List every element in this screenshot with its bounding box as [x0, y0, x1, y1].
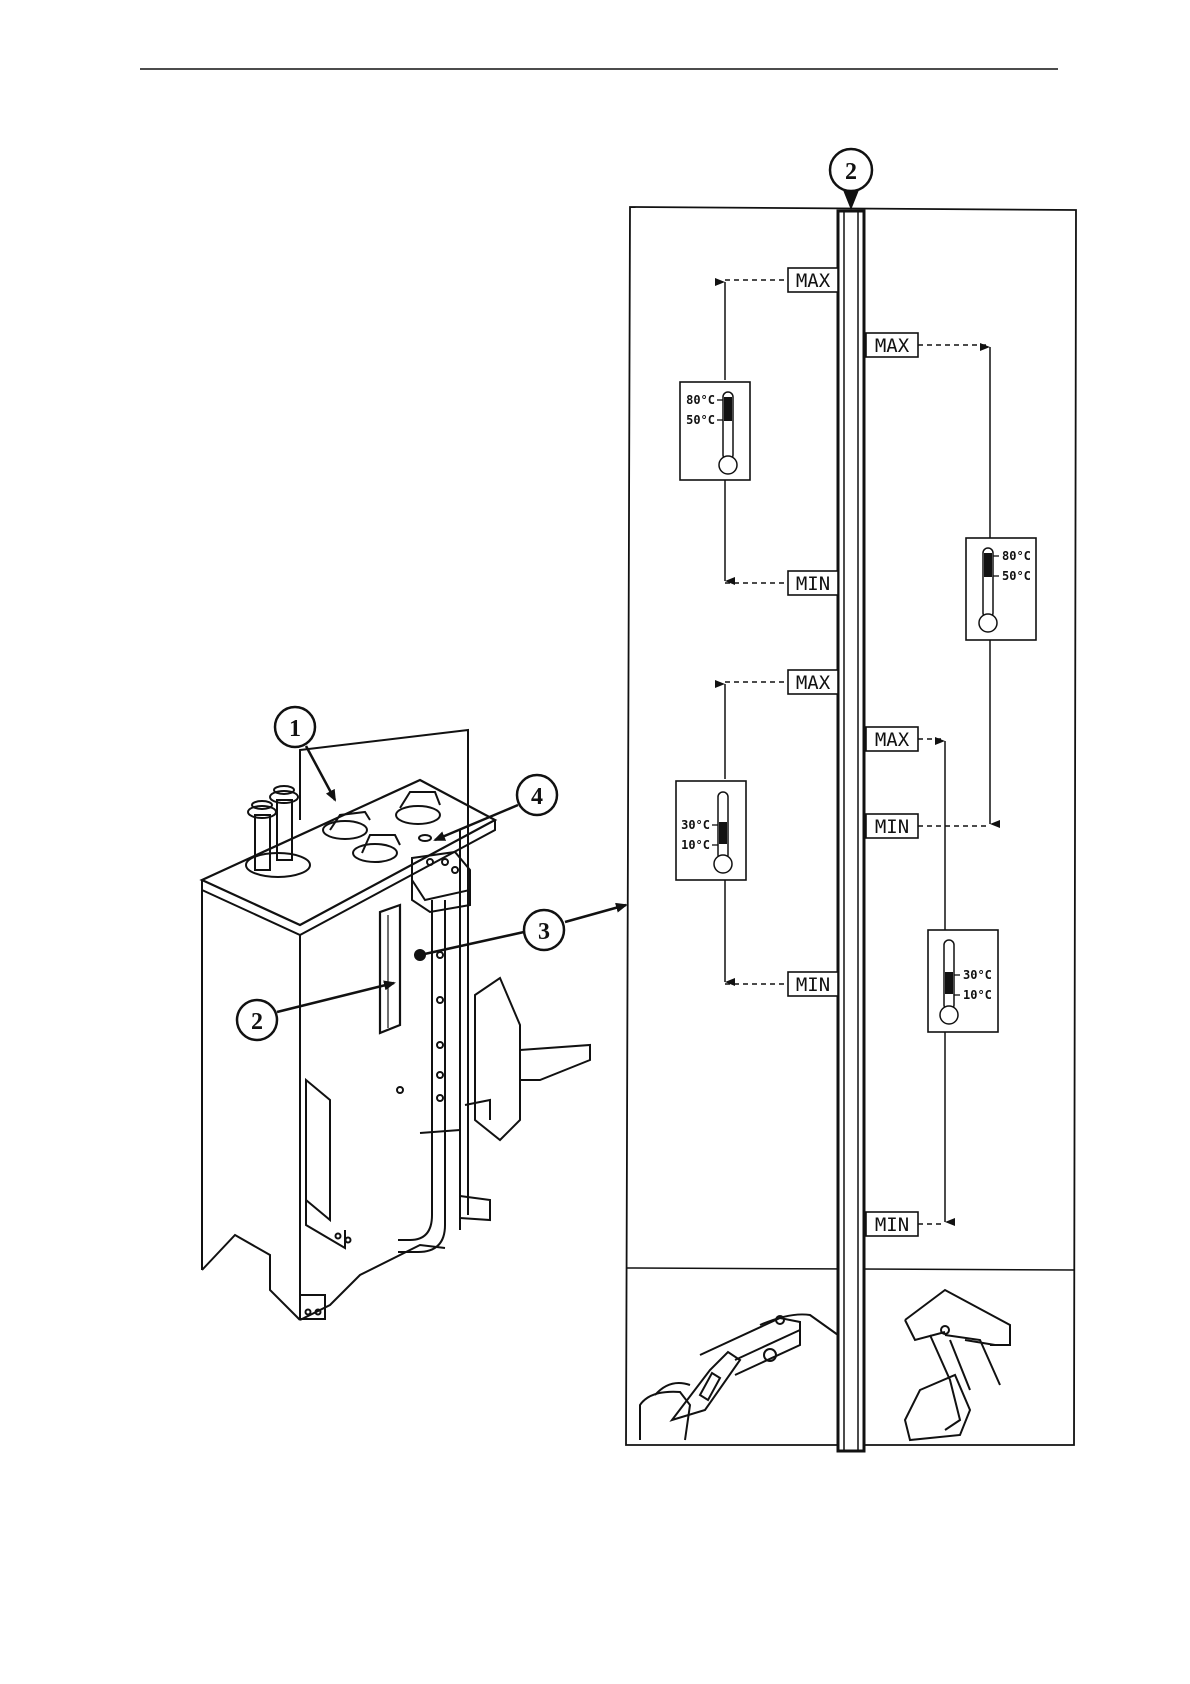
thermometer-hot-right-low: 50°C	[1002, 569, 1031, 583]
level-min-right-upper: MIN	[875, 816, 909, 838]
thermometer-hot-left-high: 80°C	[686, 393, 715, 407]
callout-2-label: 2	[251, 1009, 263, 1035]
thermometer-hot-left-low: 50°C	[686, 413, 715, 427]
level-max-right-lower: MAX	[875, 729, 910, 751]
excavator-arm-extended-icon	[640, 1314, 838, 1440]
callout-3-label: 3	[538, 919, 550, 945]
level-min-left-upper: MIN	[796, 573, 830, 595]
callout-3-dot	[414, 949, 426, 961]
level-max-left-upper: MAX	[796, 270, 831, 292]
callout-3-arrow	[565, 905, 626, 922]
callout-2-arrow	[277, 983, 394, 1012]
thermometer-cold-right-low: 10°C	[963, 988, 992, 1002]
excavator-arm-retracted-icon	[905, 1290, 1010, 1440]
thermometer-hot-right-high: 80°C	[1002, 549, 1031, 563]
callout-2-top-label: 2	[845, 159, 857, 185]
thermometer-cold-right-high: 30°C	[963, 968, 992, 982]
callout-1-label: 1	[289, 716, 301, 742]
sight-glass-tube	[838, 211, 864, 1451]
level-min-left-lower: MIN	[796, 974, 830, 996]
callout-1-arrow	[306, 746, 335, 800]
thermometer-cold-left-high: 30°C	[681, 818, 710, 832]
callout-3-leader	[420, 932, 524, 955]
level-min-right-lower: MIN	[875, 1214, 909, 1236]
level-max-left-lower: MAX	[796, 672, 831, 694]
thermometer-cold-left-low: 10°C	[681, 838, 710, 852]
sight-glass-detail-panel: 2 MAX MIN 80°C 50°C MAX MIN	[626, 149, 1076, 1451]
callout-4-label: 4	[531, 784, 543, 810]
level-max-right-upper: MAX	[875, 335, 910, 357]
